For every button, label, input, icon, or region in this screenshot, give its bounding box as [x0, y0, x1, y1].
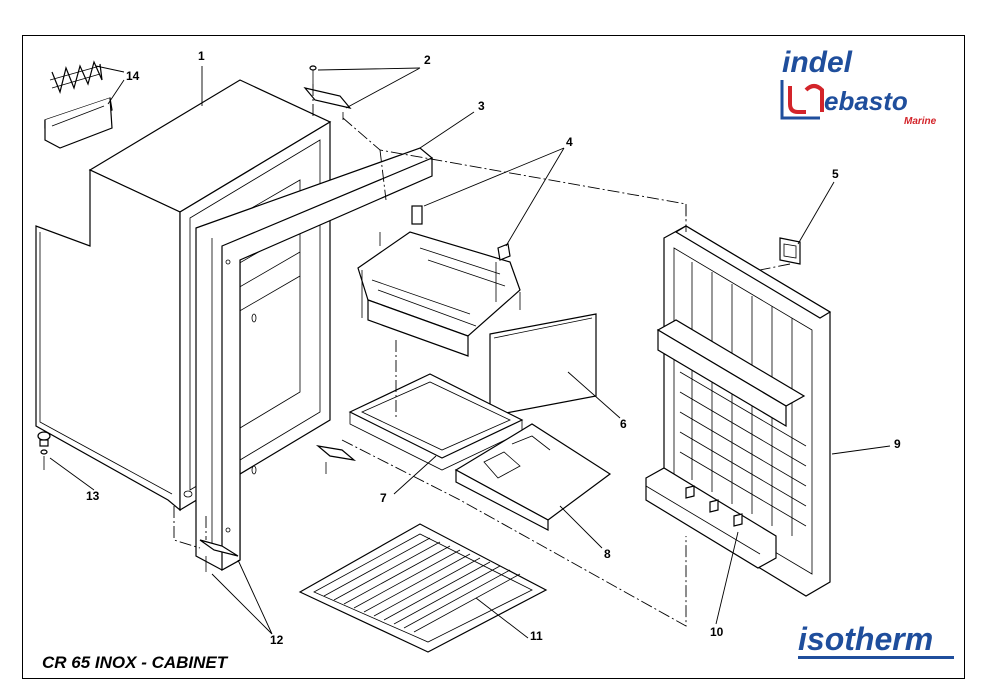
callout-8: 8	[604, 547, 611, 561]
callout-10: 10	[710, 625, 724, 639]
part-4-evaporator	[357, 205, 521, 357]
indel-webasto-logo: indel ebasto Marine	[780, 46, 937, 127]
leader-lines	[49, 65, 891, 639]
callout-numbers: 1 2 3 4 5 6 7 8 9 10 11 12 13 14	[86, 49, 901, 647]
isotherm-logo: isotherm	[798, 621, 954, 659]
callout-12: 12	[270, 633, 284, 647]
part-5-clip	[779, 237, 801, 265]
callout-4: 4	[566, 135, 573, 149]
drawing-title: CR 65 INOX - CABINET	[42, 653, 228, 672]
part-12-hinge-bottom	[199, 445, 357, 572]
logo-webasto: ebasto	[824, 86, 908, 116]
callout-7: 7	[380, 491, 387, 505]
part-8-drip-tray	[454, 423, 612, 531]
callout-14: 14	[126, 69, 140, 83]
part-13-foot	[37, 431, 51, 470]
logo-marine: Marine	[904, 116, 937, 127]
part-11-shelf-grid	[298, 523, 548, 653]
part-14-ice-tray	[44, 60, 113, 149]
part-3-front-frame	[195, 147, 434, 572]
part-2-hinge-top	[303, 65, 352, 120]
callout-2: 2	[424, 53, 431, 67]
assembly-lines	[173, 84, 791, 627]
part-6-plate	[489, 313, 597, 417]
callout-5: 5	[832, 167, 839, 181]
callout-1: 1	[198, 49, 205, 63]
webasto-w-mark	[788, 84, 824, 114]
part-10-door-shelf	[645, 319, 806, 569]
callout-6: 6	[620, 417, 627, 431]
callout-11: 11	[530, 629, 543, 643]
callout-9: 9	[894, 437, 901, 451]
logo-indel: indel	[782, 46, 853, 79]
part-1-cabinet	[35, 79, 332, 512]
part-7-frame	[348, 373, 524, 471]
logo-isotherm: isotherm	[798, 621, 933, 657]
callout-13: 13	[86, 489, 100, 503]
drawing-frame	[22, 35, 965, 679]
callout-3: 3	[478, 99, 485, 113]
